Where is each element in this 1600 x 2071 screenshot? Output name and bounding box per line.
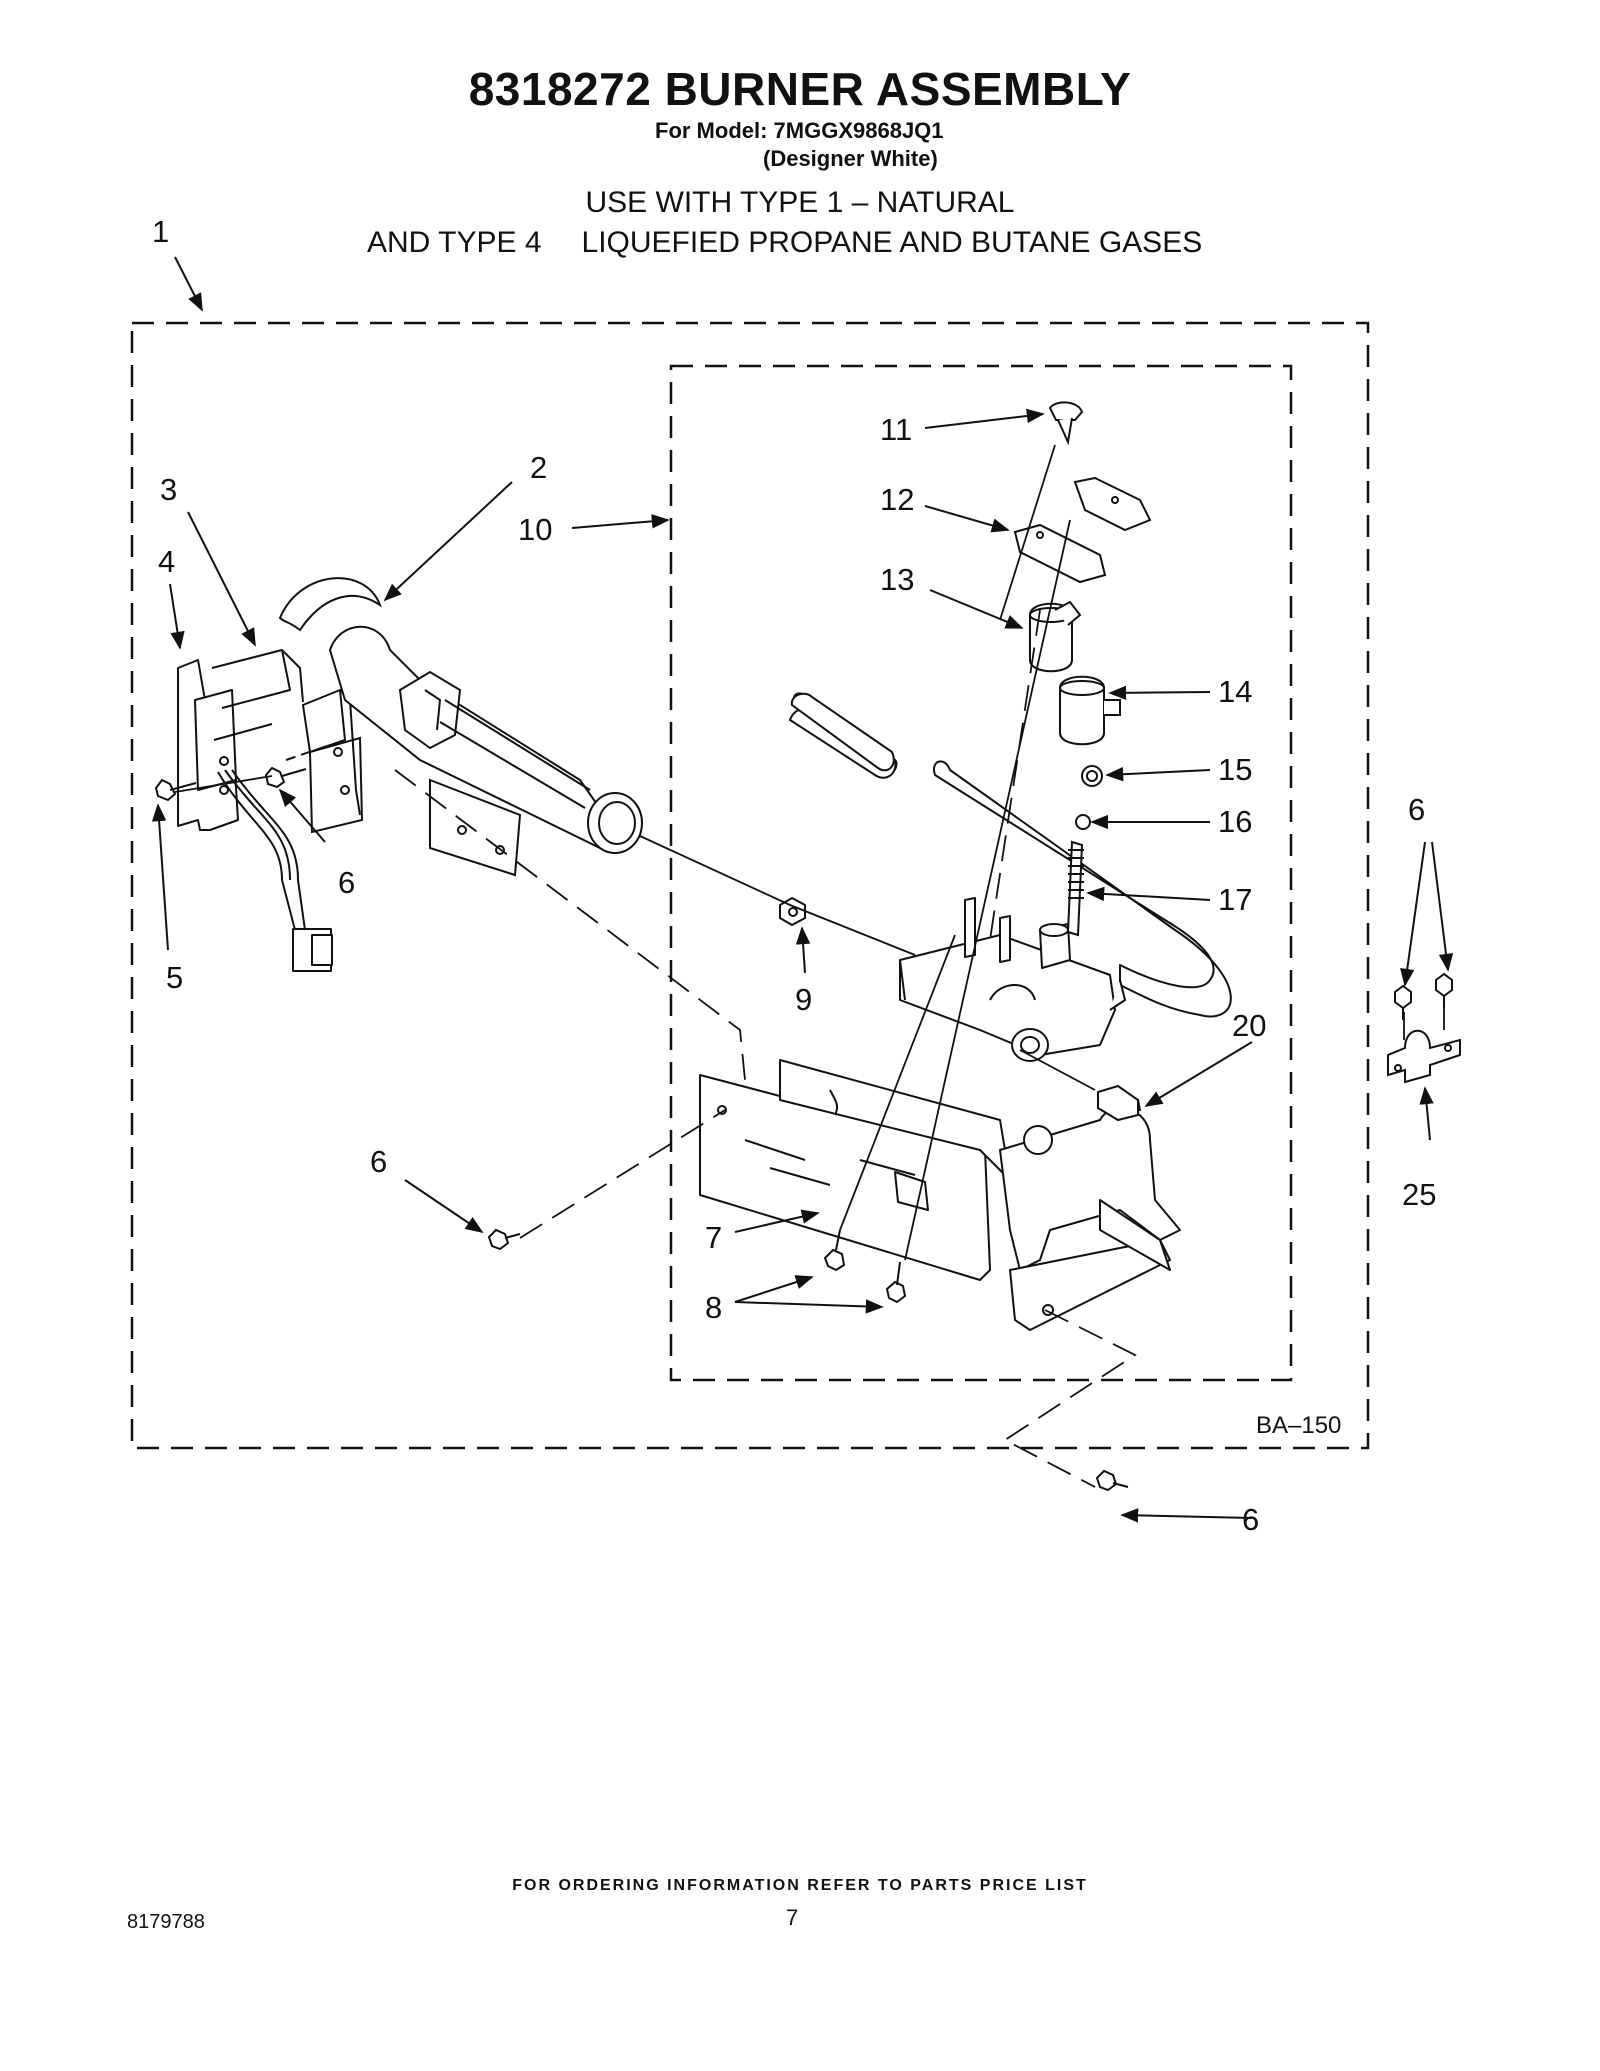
callout-8: 8 bbox=[705, 1290, 722, 1325]
usage-line-2-type: AND TYPE 4 bbox=[367, 226, 542, 259]
top-screw-drawing bbox=[1048, 401, 1084, 446]
igniter-drawing bbox=[285, 688, 364, 834]
page-number: 7 bbox=[786, 1905, 799, 1930]
valve-coils-drawing bbox=[1013, 476, 1152, 937]
callout-6-bottom-right: 6 bbox=[1242, 1502, 1259, 1537]
callout-13: 13 bbox=[880, 562, 914, 597]
ordering-note: FOR ORDERING INFORMATION REFER TO PARTS … bbox=[512, 1877, 1088, 1894]
callout-arrows bbox=[151, 256, 1454, 1523]
burner-tube-drawing bbox=[278, 577, 643, 877]
igniter-bracket-drawing bbox=[177, 649, 333, 972]
callout-12: 12 bbox=[880, 482, 914, 517]
usage-line-1: USE WITH TYPE 1 – NATURAL bbox=[585, 186, 1015, 219]
outer-assembly-frame bbox=[130, 321, 1370, 1450]
callout-6-right: 6 bbox=[1408, 792, 1425, 827]
callout-4: 4 bbox=[158, 544, 175, 579]
assembly-guide-lines bbox=[174, 444, 1445, 1488]
inner-valve-frame bbox=[669, 364, 1293, 1382]
callout-labels: 1 2 3 4 5 6 6 6 6 6 7 8 9 10 11 12 13 14… bbox=[152, 214, 1436, 1537]
orifice-drawing bbox=[1097, 1084, 1139, 1122]
callout-9: 9 bbox=[795, 982, 812, 1017]
callout-25: 25 bbox=[1402, 1177, 1436, 1212]
diagram-reference-code: BA–150 bbox=[1256, 1412, 1341, 1439]
callout-11: 11 bbox=[880, 412, 912, 447]
callout-20: 20 bbox=[1232, 1008, 1266, 1043]
variant-line: (Designer White) bbox=[763, 146, 938, 171]
callout-2: 2 bbox=[530, 450, 547, 485]
callout-15: 15 bbox=[1218, 752, 1252, 787]
igniter-sleeve-drawing bbox=[790, 692, 895, 772]
callout-6-bottom-left: 6 bbox=[370, 1144, 387, 1179]
mounting-bracket-drawing bbox=[699, 1059, 1181, 1331]
model-line: For Model: 7MGGX9868JQ1 bbox=[655, 118, 944, 143]
callout-5: 5 bbox=[166, 960, 183, 995]
usage-line-2-gases: LIQUEFIED PROPANE AND BUTANE GASES bbox=[581, 226, 1203, 259]
callout-6-left: 6 bbox=[338, 865, 355, 900]
callout-14: 14 bbox=[1218, 674, 1252, 709]
document-number: 8179788 bbox=[127, 1911, 205, 1933]
callout-10: 10 bbox=[518, 512, 552, 547]
callout-3: 3 bbox=[160, 472, 177, 507]
callout-16: 16 bbox=[1218, 804, 1252, 839]
page-title: 8318272 BURNER ASSEMBLY bbox=[468, 63, 1132, 115]
callout-17: 17 bbox=[1218, 882, 1252, 917]
callout-7: 7 bbox=[705, 1220, 722, 1255]
callout-1: 1 bbox=[152, 214, 169, 249]
usage-line-2: AND TYPE 4 LIQUEFIED PROPANE AND BUTANE G… bbox=[367, 226, 1202, 260]
